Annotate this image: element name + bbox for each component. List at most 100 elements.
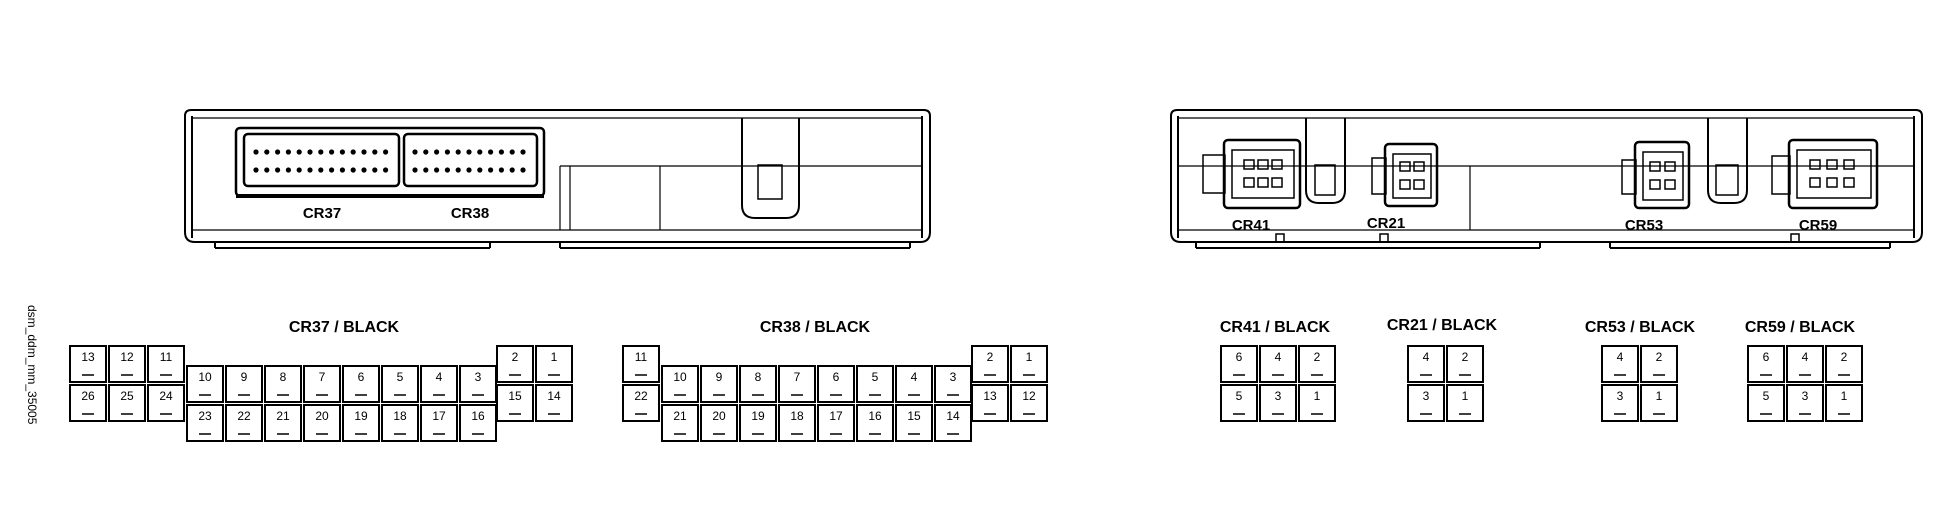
- pin-cell: 2: [1298, 345, 1336, 383]
- connector-label-cr41: CR41: [1232, 217, 1270, 234]
- pin-number: 20: [712, 409, 726, 423]
- pin-number: 11: [160, 350, 173, 364]
- header-pin-dot: [434, 167, 440, 173]
- pin-cell: 1: [1010, 345, 1048, 383]
- module-left: [184, 109, 931, 249]
- pin-number: 22: [237, 409, 251, 423]
- pin-cell: 5: [1220, 384, 1258, 422]
- pin-cell: 2: [1446, 345, 1484, 383]
- pin-cell: 21: [264, 404, 302, 442]
- pin-number: 2: [1314, 350, 1321, 364]
- pin-number: 1: [1841, 389, 1848, 403]
- pin-number: 8: [755, 370, 762, 384]
- pin-cell: 1: [1446, 384, 1484, 422]
- pin-cell: 1: [535, 345, 573, 383]
- pin-number: 4: [911, 370, 918, 384]
- pin-cell: 3: [934, 365, 972, 403]
- header-pin-dot: [350, 149, 356, 155]
- header-pin-dot: [307, 149, 313, 155]
- pin-number: 14: [547, 389, 561, 403]
- pin-cell: 23: [186, 404, 224, 442]
- pin-number: 20: [315, 409, 329, 423]
- pin-number: 3: [475, 370, 482, 384]
- pin-cell: 2: [496, 345, 534, 383]
- pin-cell: 11: [147, 345, 185, 383]
- pin-number: 18: [393, 409, 407, 423]
- pin-cell: 18: [381, 404, 419, 442]
- header-pin-dot: [466, 167, 472, 173]
- pin-cell: 2: [1640, 345, 1678, 383]
- pin-number: 3: [1617, 389, 1624, 403]
- pin-number: 5: [1763, 389, 1770, 403]
- header-pin-dot: [350, 167, 356, 173]
- pin-cell: 22: [225, 404, 263, 442]
- pin-cell: 12: [108, 345, 146, 383]
- pin-cell: 6: [1747, 345, 1785, 383]
- pin-number: 24: [159, 389, 173, 403]
- connector-label-cr59: CR59: [1799, 217, 1837, 234]
- pin-cell: 4: [895, 365, 933, 403]
- pin-cell: 6: [1220, 345, 1258, 383]
- pin-number: 6: [1763, 350, 1770, 364]
- pin-number: 13: [81, 350, 95, 364]
- pin-number: 19: [354, 409, 368, 423]
- header-pin-dot: [455, 167, 461, 173]
- pin-number: 9: [241, 370, 248, 384]
- pin-number: 5: [872, 370, 879, 384]
- header-pin-dot: [466, 149, 472, 155]
- pin-number: 2: [987, 350, 994, 364]
- pin-cell: 8: [264, 365, 302, 403]
- pin-cell: 5: [381, 365, 419, 403]
- pin-number: 19: [751, 409, 765, 423]
- pin-cell: 20: [700, 404, 738, 442]
- header-pin-dot: [383, 149, 389, 155]
- pin-cell: 12: [1010, 384, 1048, 422]
- pin-number: 3: [1275, 389, 1282, 403]
- pin-number: 2: [1841, 350, 1848, 364]
- pinout-title-cr59: CR59 / BLACK: [1745, 319, 1856, 336]
- pinout-title-cr21: CR21 / BLACK: [1387, 317, 1498, 334]
- pin-number: 4: [1423, 350, 1430, 364]
- pin-cell: 18: [778, 404, 816, 442]
- header-pin-dot: [285, 149, 291, 155]
- pin-number: 2: [1656, 350, 1663, 364]
- pin-number: 6: [833, 370, 840, 384]
- header-pin-dot: [509, 149, 515, 155]
- pin-cell: 10: [186, 365, 224, 403]
- header-pin-dot: [412, 167, 418, 173]
- pin-cell: 20: [303, 404, 341, 442]
- pin-number: 10: [673, 370, 687, 384]
- pin-number: 2: [1462, 350, 1469, 364]
- pin-cell: 7: [778, 365, 816, 403]
- pin-number: 21: [276, 409, 290, 423]
- pin-number: 12: [1022, 389, 1036, 403]
- header-pin-dot: [296, 167, 302, 173]
- pin-cell: 22: [622, 384, 660, 422]
- pin-cell: 2: [1825, 345, 1863, 383]
- pin-cell: 3: [1259, 384, 1297, 422]
- header-pin-dot: [477, 149, 483, 155]
- pin-cell: 8: [739, 365, 777, 403]
- pinout-title-cr38: CR38 / BLACK: [760, 319, 871, 336]
- header-pin-dot: [509, 167, 515, 173]
- header-pin-dot: [296, 149, 302, 155]
- header-pin-dot: [372, 149, 378, 155]
- pin-cell: 9: [700, 365, 738, 403]
- cr37-pin-dots: [253, 149, 389, 173]
- header-pin-dot: [488, 167, 494, 173]
- pin-cell: 4: [420, 365, 458, 403]
- header-pin-dot: [372, 167, 378, 173]
- pin-number: 22: [634, 389, 648, 403]
- header-pin-dot: [285, 167, 291, 173]
- pin-number: 7: [794, 370, 801, 384]
- pin-cell: 2: [971, 345, 1009, 383]
- pin-cell: 5: [1747, 384, 1785, 422]
- header-pin-dot: [361, 167, 367, 173]
- pin-number: 7: [319, 370, 326, 384]
- pin-cell: 21: [661, 404, 699, 442]
- header-pin-dot: [275, 149, 281, 155]
- header-pin-dot: [275, 167, 281, 173]
